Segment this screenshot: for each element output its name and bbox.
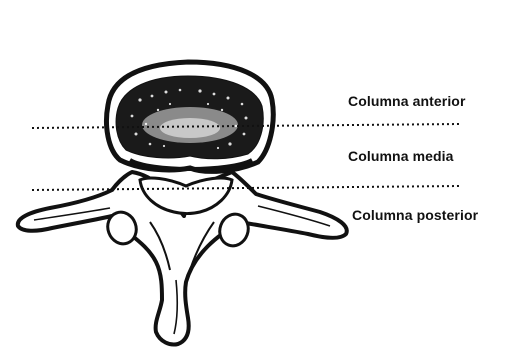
label-columna-posterior: Columna posterior — [352, 207, 478, 223]
label-columna-media: Columna media — [348, 148, 454, 164]
posterior-arch — [18, 172, 347, 345]
vertebral-body — [107, 62, 274, 171]
label-columna-anterior: Columna anterior — [348, 93, 466, 109]
